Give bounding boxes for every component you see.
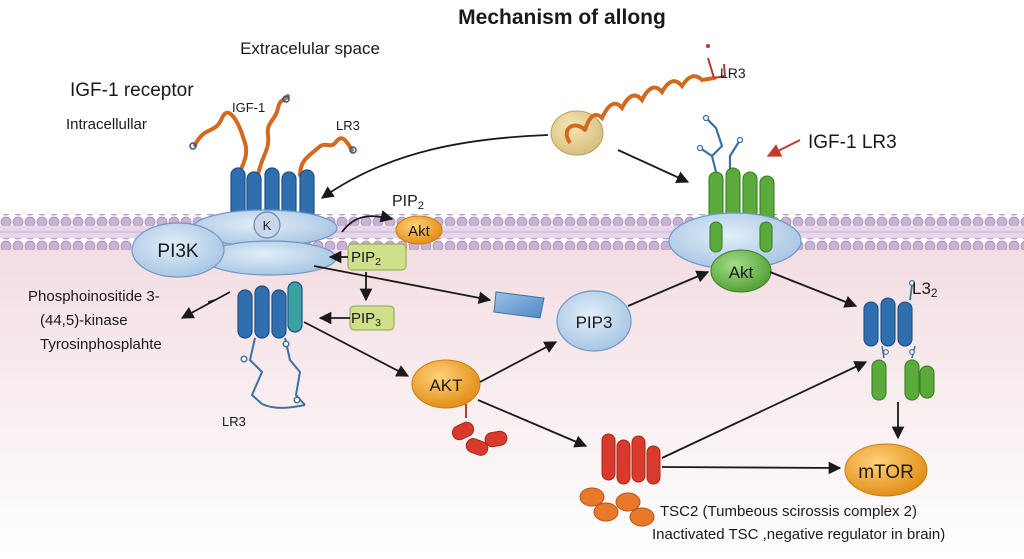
igf1-ligand-chains: [193, 94, 354, 177]
pip3-tile: [493, 291, 545, 319]
l32-complex: [863, 280, 935, 401]
akt-right-node: [710, 249, 772, 293]
akt-small-label: Akt: [408, 223, 431, 240]
tsc2-complex: [579, 433, 661, 527]
pip2-top-label: PIP2: [392, 193, 424, 212]
lr3-free-label: LR3: [720, 65, 746, 81]
lr3-top-label: LR3: [336, 118, 360, 133]
igf1-lr3-pointer: [766, 139, 801, 157]
tsc2-annotation-line1: TSC2 (Tumbeous scirossis complex 2): [660, 503, 917, 520]
akt-right-label: Akt: [729, 263, 754, 282]
lr3-bottom-label: LR3: [222, 414, 246, 429]
pathway-arrows: [180, 134, 905, 475]
tsc2-annotation-line2: Inactivated TSC ,negative regulator in b…: [652, 526, 945, 543]
receptor-helices-lower: [237, 281, 303, 339]
kinase-domain-circle: [253, 211, 281, 239]
igf1-lr3-receptor: [668, 114, 802, 270]
extracellular-label: Extracelular space: [240, 39, 380, 58]
mtor-node: [844, 443, 928, 497]
igf1-lr3-label: IGF-1 LR3: [808, 132, 897, 153]
akt-orange-node: [411, 359, 481, 409]
pi3k-label: PI3K: [157, 241, 199, 262]
pip3-circle-label: PIP3: [576, 313, 613, 332]
kinase-annotation-line2: (44,5)-kinase: [40, 312, 128, 329]
igf1-ligand-label: IGF-1: [232, 100, 265, 115]
intracellular-label: Intracellullar: [66, 116, 147, 133]
akt-orange-label: AKT: [429, 376, 462, 395]
akt-substrate-protein: [451, 404, 508, 456]
kinase-label: K: [263, 218, 272, 233]
receptor-name-label: IGF-1 receptor: [70, 80, 194, 101]
mtor-label: mTOR: [858, 462, 914, 483]
kinase-annotation-line3: Tyrosinphosplahte: [40, 336, 162, 353]
pi3k-node: [131, 222, 225, 278]
lr3-ligand-free: [550, 44, 727, 156]
diagram-title: Mechanism of allong: [458, 6, 666, 29]
igf1-receptor: IGF-1 LR3 K PI3K: [131, 94, 360, 429]
pip2-box-label: PIP2: [351, 249, 381, 268]
pip3-circle-node: [556, 290, 632, 352]
receptor-helices-upper: [230, 167, 315, 221]
pip3-box-label: PIP3: [351, 310, 381, 329]
kinase-annotation-line1: Phosphoinositide 3-: [28, 288, 160, 305]
l32-label: L32: [912, 279, 938, 300]
akt-small-node: [395, 215, 443, 245]
